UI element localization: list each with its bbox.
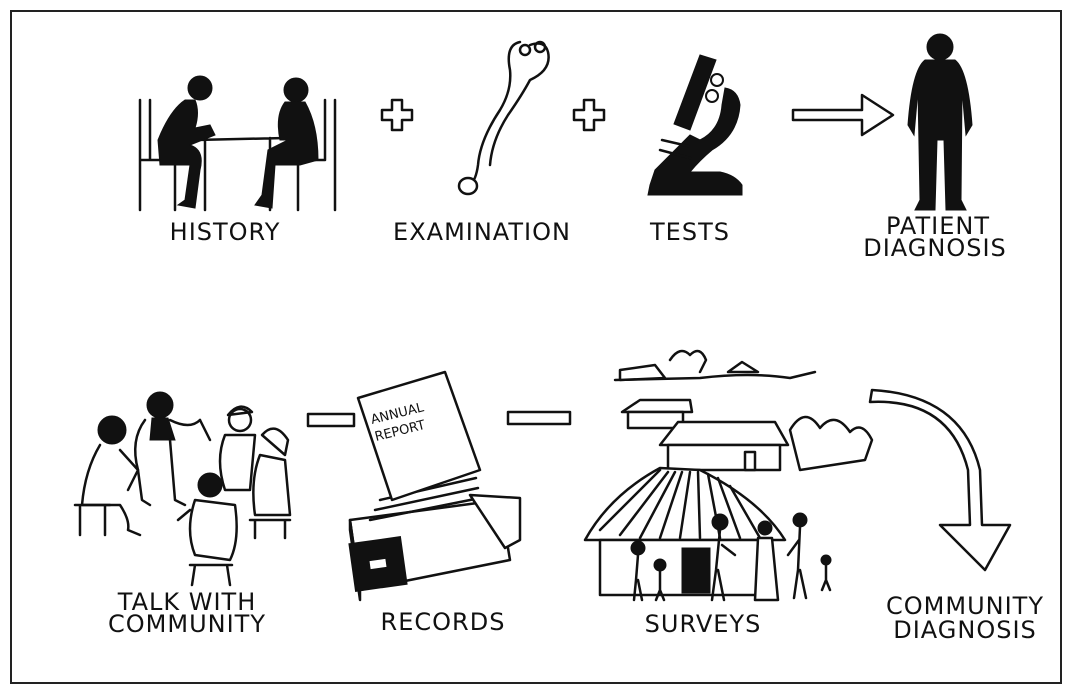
- records-icon: ANNUAL REPORT: [348, 370, 522, 602]
- label-community-diagnosis-line2: DIAGNOSIS: [893, 616, 1037, 644]
- community-group-icon: [73, 391, 292, 587]
- history-icon: [138, 75, 337, 212]
- plus-icon: [572, 98, 606, 132]
- label-surveys: SURVEYS: [644, 610, 762, 638]
- label-tests: TESTS: [650, 218, 730, 246]
- label-talk-with-community-line2: COMMUNITY: [108, 610, 266, 638]
- plus-icon: [380, 98, 414, 132]
- right-arrow-icon: [791, 93, 895, 137]
- label-talk-with-community-line1: TALK WITH: [117, 588, 257, 616]
- stethoscope-icon: [457, 40, 550, 196]
- label-records: RECORDS: [380, 608, 506, 636]
- village-survey-icon: [583, 349, 874, 602]
- curved-arrow-icon: [868, 388, 1012, 572]
- microscope-icon: [647, 54, 743, 196]
- label-examination: EXAMINATION: [393, 218, 571, 246]
- label-patient-diagnosis-line2: DIAGNOSIS: [863, 234, 1007, 262]
- label-community-diagnosis-line1: COMMUNITY: [886, 592, 1044, 620]
- label-patient-diagnosis-line1: PATIENT: [885, 212, 990, 240]
- label-history: HISTORY: [169, 218, 281, 246]
- minus-icon: [306, 412, 356, 428]
- minus-icon: [506, 410, 572, 426]
- patient-figure-icon: [907, 33, 973, 211]
